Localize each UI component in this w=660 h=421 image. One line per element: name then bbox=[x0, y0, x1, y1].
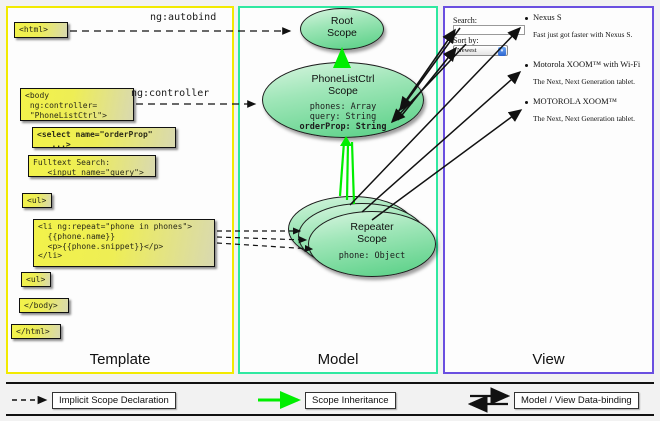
scope-title-ctrl-line1: PhoneListCtrl bbox=[311, 73, 375, 85]
sort-by-label: Sort by: bbox=[453, 36, 479, 45]
column-label-template: Template bbox=[89, 351, 151, 368]
legend-label-scope-inheritance: Scope Inheritance bbox=[305, 392, 396, 409]
phone-snippet: The Next, Next Generation tablet. bbox=[533, 114, 636, 123]
legend-divider-top bbox=[6, 382, 654, 384]
code-box-body-close: </body> bbox=[19, 298, 69, 313]
code-box-fulltext-search: Fulltext Search: <input name="query"> bbox=[28, 155, 156, 177]
search-input[interactable] bbox=[453, 25, 525, 35]
sort-by-select[interactable]: Newest ▾ bbox=[453, 45, 508, 56]
scope-title-repeater-line2: Scope bbox=[357, 232, 387, 245]
scope-ellipse-root: Root Scope bbox=[300, 8, 384, 50]
code-box-html-open: <html> bbox=[14, 22, 68, 38]
code-box-li-repeat: <li ng:repeat="phone in phones"> {{phone… bbox=[33, 219, 215, 267]
column-label-model: Model bbox=[317, 351, 359, 368]
scope-title-repeater-line1: Repeater bbox=[350, 221, 394, 233]
chevron-down-icon: ▾ bbox=[498, 47, 506, 56]
code-box-select: <select name="orderProp" ...> bbox=[32, 127, 176, 149]
code-box-ul-close: <ul> bbox=[21, 272, 51, 287]
scope-member-query: query: String bbox=[309, 111, 377, 122]
scope-title-ctrl-line2: Scope bbox=[328, 84, 358, 97]
legend-divider-bottom bbox=[6, 414, 654, 416]
code-box-body-open: <body ng:controller= "PhoneListCtrl"> bbox=[20, 88, 134, 121]
connector-label-autobind: ng:autobind bbox=[150, 12, 217, 23]
phone-snippet: Fast just got faster with Nexus S. bbox=[533, 30, 633, 39]
list-bullet-icon bbox=[525, 101, 528, 104]
legend-label-implicit-scope-declaration: Implicit Scope Declaration bbox=[52, 392, 176, 409]
list-bullet-icon bbox=[525, 17, 528, 20]
column-template: Template bbox=[6, 6, 234, 374]
code-box-ul-open: <ul> bbox=[22, 193, 52, 208]
scope-ellipse-repeater-front: Repeater Scope phone: Object bbox=[308, 211, 436, 277]
scope-title-root-line2: Scope bbox=[327, 26, 357, 39]
scope-ellipse-phonelistctrl: PhoneListCtrl Scope phones: Array query:… bbox=[262, 62, 424, 138]
column-label-view: View bbox=[532, 351, 565, 368]
sort-by-selected-value: Newest bbox=[457, 47, 477, 54]
list-bullet-icon bbox=[525, 64, 528, 67]
scope-title-root-line1: Root bbox=[330, 15, 354, 27]
phone-name: Motorola XOOM™ with Wi-Fi bbox=[533, 59, 641, 69]
phone-snippet: The Next, Next Generation tablet. bbox=[533, 77, 636, 86]
scope-member-phone: phone: Object bbox=[338, 250, 406, 261]
scope-member-orderprop: orderProp: String bbox=[299, 121, 387, 132]
scope-member-phones: phones: Array bbox=[309, 101, 377, 112]
legend-label-model-view-data-binding: Model / View Data-binding bbox=[514, 392, 639, 409]
code-box-html-close: </html> bbox=[11, 324, 61, 339]
search-label: Search: bbox=[453, 16, 477, 25]
phone-name: MOTOROLA XOOM™ bbox=[533, 96, 617, 106]
legend-glyph-binding bbox=[467, 387, 511, 413]
connector-label-controller: ng:controller bbox=[131, 88, 210, 99]
phone-name: Nexus S bbox=[533, 12, 562, 22]
